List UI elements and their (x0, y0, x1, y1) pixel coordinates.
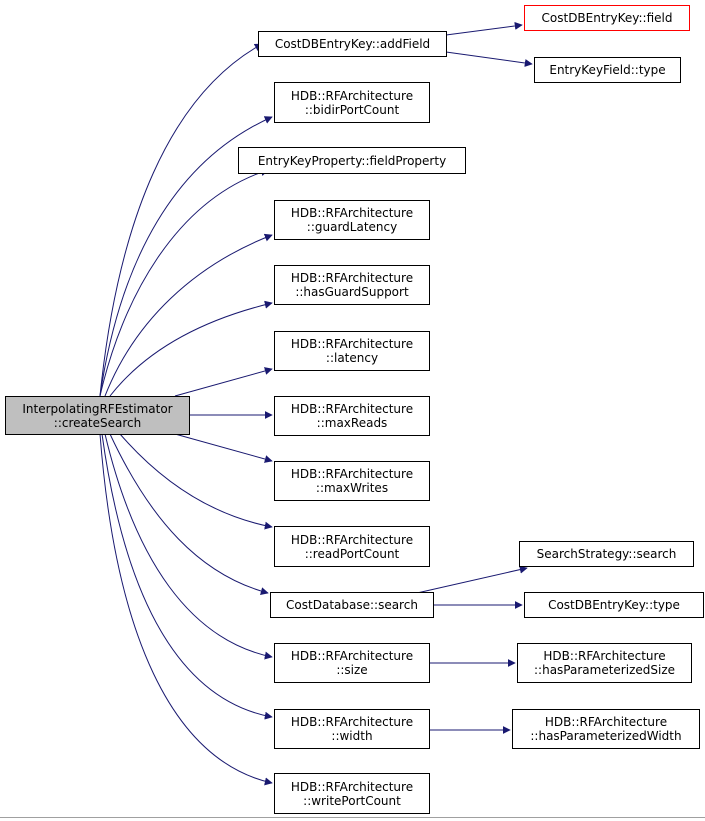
node-rf-architecture-has-guard-support[interactable]: HDB::RFArchitecture ::hasGuardSupport (274, 265, 430, 305)
node-rf-architecture-size[interactable]: HDB::RFArchitecture ::size (274, 643, 430, 683)
edge-root-width (101, 433, 273, 720)
edge-root-hasGuard (109, 300, 273, 397)
node-rf-architecture-has-parameterized-width[interactable]: HDB::RFArchitecture ::hasParameterizedWi… (512, 709, 700, 749)
node-search-strategy-search[interactable]: SearchStrategy::search (519, 541, 694, 567)
edge-root-addField (99, 43, 263, 397)
node-rf-architecture-max-writes[interactable]: HDB::RFArchitecture ::maxWrites (274, 461, 430, 501)
node-rf-architecture-read-port-count[interactable]: HDB::RFArchitecture ::readPortCount (274, 526, 430, 567)
node-label-line1: HDB::RFArchitecture (290, 271, 414, 285)
node-label-line2: ::createSearch (53, 415, 142, 430)
node-label-line1: HDB::RFArchitecture (290, 206, 414, 220)
node-rf-architecture-has-parameterized-size[interactable]: HDB::RFArchitecture ::hasParameterizedSi… (517, 643, 692, 683)
edge-addField-entryType (445, 51, 533, 67)
node-label-line1: HDB::RFArchitecture (290, 715, 414, 729)
node-label-line2: ::size (336, 663, 368, 677)
node-label-line1: HDB::RFArchitecture (290, 532, 414, 547)
node-rf-architecture-width[interactable]: HDB::RFArchitecture ::width (274, 709, 430, 749)
node-label-line2: ::readPortCount (304, 546, 400, 561)
node-label-line2: ::maxReads (316, 416, 388, 430)
edge-root-maxWrites (174, 433, 273, 463)
node-label-line2: ::hasParameterizedWidth (530, 729, 682, 743)
node-label: EntryKeyProperty::fieldProperty (257, 153, 447, 168)
edge-root-bidir (99, 116, 273, 397)
node-label-line2: ::latency (325, 351, 379, 365)
edge-root-fieldProperty (99, 168, 269, 397)
node-label: CostDBEntryKey::field (541, 11, 673, 25)
edge-root-readPort (119, 433, 273, 530)
node-cost-db-entry-key-add-field[interactable]: CostDBEntryKey::addField (258, 31, 447, 57)
edge-dbSearch-stratSearch (416, 565, 528, 594)
node-label-line2: ::hasParameterizedSize (534, 663, 675, 677)
node-label-line2: ::writePortCount (303, 793, 401, 808)
node-entry-key-property-field-property[interactable]: EntryKeyProperty::fieldProperty (238, 147, 466, 174)
edge-root-dbSearch (109, 433, 269, 596)
node-rf-architecture-guard-latency[interactable]: HDB::RFArchitecture ::guardLatency (274, 200, 430, 240)
node-label-line1: HDB::RFArchitecture (543, 649, 666, 663)
node-label: SearchStrategy::search (536, 547, 677, 561)
node-label-line2: ::bidirPortCount (304, 102, 400, 117)
node-label-line1: InterpolatingRFEstimator (22, 401, 173, 416)
node-label-line1: HDB::RFArchitecture (544, 715, 668, 729)
node-label-line2: ::hasGuardSupport (295, 285, 409, 299)
node-label-line1: HDB::RFArchitecture (290, 88, 414, 103)
node-entry-key-field-type[interactable]: EntryKeyField::type (534, 57, 681, 83)
node-label-line2: ::maxWrites (315, 481, 389, 495)
node-cost-db-entry-key-field[interactable]: CostDBEntryKey::field (524, 5, 690, 31)
node-interpolating-rf-estimator-create-search[interactable]: InterpolatingRFEstimator ::createSearch (5, 396, 190, 435)
node-label-line2: ::guardLatency (306, 220, 398, 234)
node-rf-architecture-latency[interactable]: HDB::RFArchitecture ::latency (274, 331, 430, 371)
node-label-line1: HDB::RFArchitecture (290, 649, 414, 663)
edge-root-latency (174, 367, 273, 397)
edge-addField-field (445, 21, 523, 36)
node-cost-database-search[interactable]: CostDatabase::search (270, 592, 434, 618)
node-label: EntryKeyField::type (549, 63, 666, 77)
node-label: CostDatabase::search (286, 598, 418, 612)
node-label-line1: HDB::RFArchitecture (290, 337, 414, 351)
node-label-line2: ::width (331, 729, 373, 743)
node-rf-architecture-bidir-port-count[interactable]: HDB::RFArchitecture ::bidirPortCount (274, 82, 430, 123)
bottom-divider (0, 817, 705, 818)
node-cost-db-entry-key-type[interactable]: CostDBEntryKey::type (524, 592, 704, 618)
edge-root-writePort (99, 433, 273, 786)
node-rf-architecture-max-reads[interactable]: HDB::RFArchitecture ::maxReads (274, 396, 430, 436)
node-label-line1: HDB::RFArchitecture (290, 402, 414, 416)
edge-root-guardLatency (104, 233, 273, 397)
node-label-line1: HDB::RFArchitecture (290, 779, 414, 794)
edge-root-size (104, 433, 273, 660)
node-label: CostDBEntryKey::addField (274, 37, 431, 51)
node-rf-architecture-write-port-count[interactable]: HDB::RFArchitecture ::writePortCount (274, 773, 430, 814)
node-label: CostDBEntryKey::type (548, 598, 680, 612)
node-label-line1: HDB::RFArchitecture (290, 467, 414, 481)
